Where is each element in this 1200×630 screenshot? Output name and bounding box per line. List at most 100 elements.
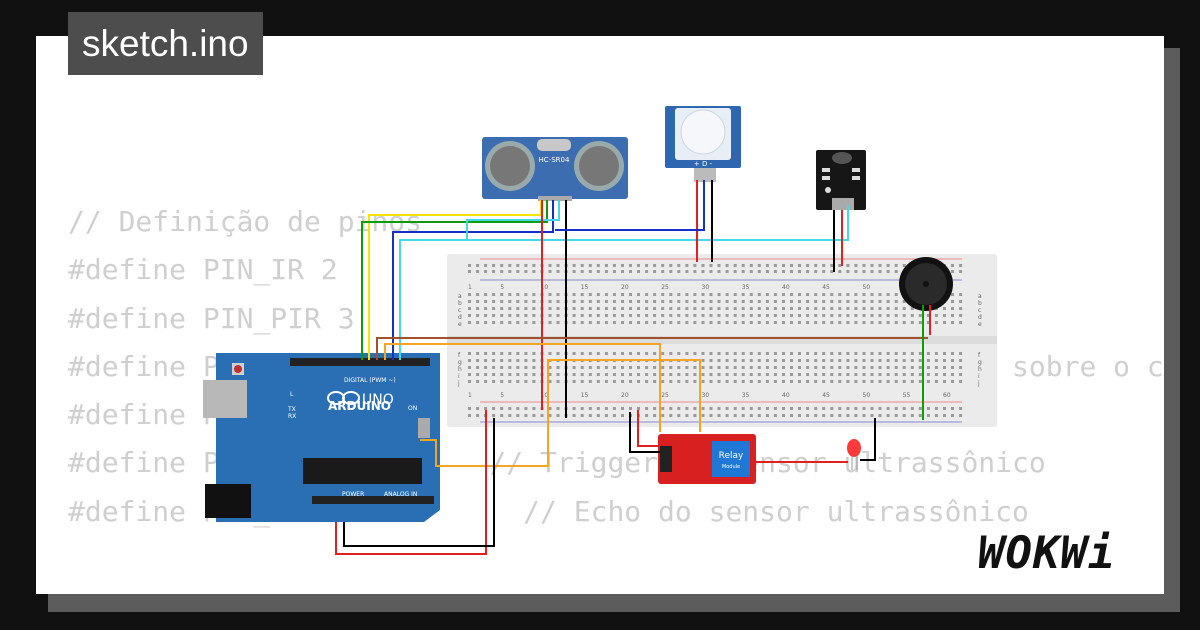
breadboard-hole <box>645 380 649 383</box>
breadboard-hole <box>782 414 785 417</box>
breadboard-hole <box>926 380 930 383</box>
breadboard-hole <box>548 407 552 410</box>
breadboard-hole <box>717 300 721 303</box>
breadboard-hole <box>838 366 842 369</box>
breadboard-hole <box>862 270 866 273</box>
breadboard-hole <box>508 270 512 273</box>
breadboard-hole <box>516 366 520 369</box>
breadboard-hole <box>661 414 665 417</box>
breadboard-hole <box>773 359 777 362</box>
breadboard-hole <box>782 264 785 267</box>
breadboard-hole <box>653 373 657 376</box>
breadboard-hole <box>556 300 560 303</box>
led-red[interactable] <box>847 439 861 470</box>
breadboard-hole <box>846 414 850 417</box>
breadboard-hole <box>741 380 745 383</box>
breadboard-hole <box>959 407 963 410</box>
breadboard-hole <box>870 321 874 324</box>
breadboard-hole <box>886 373 890 376</box>
breadboard-hole <box>830 407 834 410</box>
breadboard-hole <box>878 380 882 383</box>
breadboard-hole <box>854 407 858 410</box>
breadboard-hole <box>790 300 793 303</box>
breadboard-hole <box>500 380 504 383</box>
breadboard-hole <box>588 366 592 369</box>
breadboard-hole <box>854 380 858 383</box>
breadboard-hole <box>492 366 496 369</box>
breadboard-hole <box>532 366 536 369</box>
breadboard-hole <box>782 300 785 303</box>
breadboard-hole <box>910 373 914 376</box>
breadboard-hole <box>926 359 930 362</box>
breadboard-hole <box>532 321 536 324</box>
breadboard-hole <box>629 407 632 410</box>
breadboard-hole <box>806 373 810 376</box>
breadboard-hole <box>645 373 649 376</box>
breadboard-hole <box>653 264 657 267</box>
breadboard-hole <box>806 414 810 417</box>
breadboard-hole <box>701 373 705 376</box>
breadboard-column-number: 45 <box>822 284 830 291</box>
ultrasonic-sensor[interactable]: HC-SR04 <box>482 137 628 201</box>
breadboard-hole <box>926 352 930 355</box>
breadboard-hole <box>733 307 737 310</box>
breadboard-hole <box>661 314 665 317</box>
breadboard-hole <box>508 373 512 376</box>
breadboard-hole <box>862 314 866 317</box>
breadboard-hole <box>757 359 761 362</box>
breadboard-hole <box>959 300 963 303</box>
breadboard-hole <box>854 264 858 267</box>
breadboard-hole <box>790 380 793 383</box>
breadboard-hole <box>580 414 584 417</box>
breadboard-hole <box>814 373 818 376</box>
breadboard-hole <box>790 264 793 267</box>
breadboard-hole <box>532 307 536 310</box>
breadboard-hole <box>492 321 496 324</box>
breadboard-hole <box>910 314 914 317</box>
breadboard-hole <box>790 307 793 310</box>
breadboard-hole <box>846 321 850 324</box>
breadboard-hole <box>500 366 504 369</box>
breadboard-hole <box>701 414 705 417</box>
breadboard-hole <box>580 380 584 383</box>
breadboard-hole <box>524 307 528 310</box>
relay-module[interactable]: Relay Module <box>658 434 756 484</box>
breadboard-hole <box>709 300 713 303</box>
breadboard-hole <box>894 314 898 317</box>
breadboard-hole <box>765 352 769 355</box>
breadboard-hole <box>894 366 898 369</box>
breadboard-hole <box>629 352 632 355</box>
breadboard-hole <box>588 270 592 273</box>
breadboard-hole <box>556 293 560 296</box>
breadboard-hole <box>596 380 600 383</box>
breadboard-hole <box>951 300 954 303</box>
pir-sensor[interactable]: + D - <box>665 106 741 182</box>
breadboard-hole <box>846 373 850 376</box>
breadboard-hole <box>894 300 898 303</box>
breadboard-hole <box>548 373 552 376</box>
buzzer[interactable] <box>899 257 953 311</box>
breadboard-hole <box>894 380 898 383</box>
breadboard-hole <box>637 373 640 376</box>
breadboard-column-number: 15 <box>581 392 589 399</box>
arduino-uno[interactable]: ARDUINO UNO DIGITAL (PWM ~) POWER ANALOG… <box>203 353 440 522</box>
breadboard-hole <box>492 359 496 362</box>
breadboard-hole <box>717 314 721 317</box>
breadboard-hole <box>951 264 954 267</box>
breadboard-hole <box>830 352 834 355</box>
breadboard-hole <box>806 314 810 317</box>
breadboard-hole <box>902 366 906 369</box>
breadboard-hole <box>798 359 801 362</box>
breadboard-hole <box>782 307 785 310</box>
breadboard-hole <box>604 366 608 369</box>
breadboard-hole <box>556 373 560 376</box>
breadboard-hole <box>685 366 689 369</box>
breadboard-hole <box>645 366 649 369</box>
breadboard-hole <box>468 264 471 267</box>
breadboard-hole <box>621 407 624 410</box>
ir-receiver[interactable] <box>816 150 866 210</box>
breadboard-hole <box>934 359 938 362</box>
breadboard-hole <box>862 380 866 383</box>
breadboard-hole <box>782 270 785 273</box>
breadboard-hole <box>902 352 906 355</box>
